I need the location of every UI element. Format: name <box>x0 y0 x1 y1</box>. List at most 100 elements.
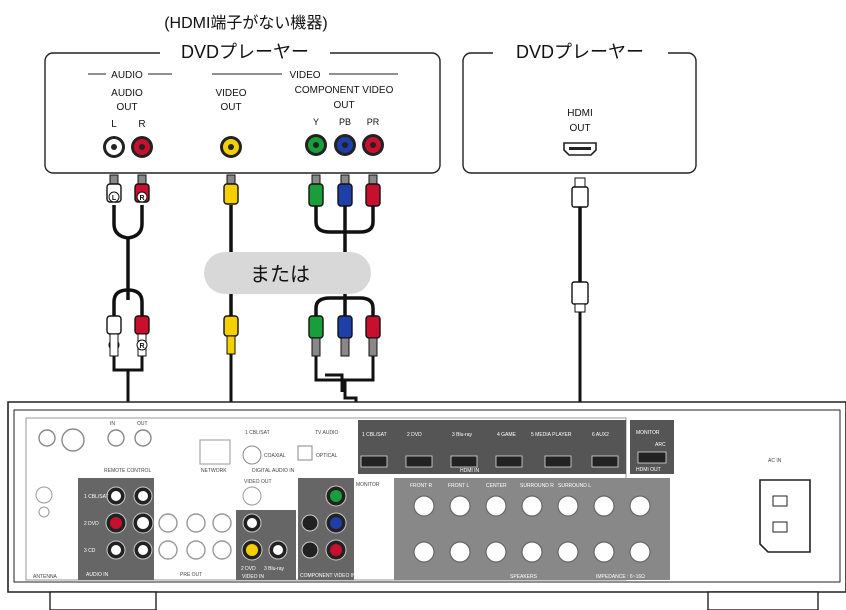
hdmi-out-port[interactable] <box>563 142 597 156</box>
dvd-player-title: DVDプレーヤー <box>181 42 309 62</box>
jack-audio-l[interactable] <box>103 136 125 158</box>
jack-component-y[interactable] <box>305 134 327 156</box>
dvd-player-hdmi: DVDプレーヤー HDMI OUT <box>462 42 697 174</box>
component-in-jacks[interactable] <box>301 485 347 561</box>
hdmi-out-label: OUT <box>569 123 590 134</box>
hdmi-in-label: HDMI IN <box>460 468 480 474</box>
hdmi-in-4: 4 GAME <box>497 432 517 438</box>
jack-audio-r[interactable] <box>131 136 153 158</box>
speaker-label-5: SURROUND L <box>558 483 591 489</box>
digital-audio-label: DIGITAL AUDIO IN <box>252 468 295 474</box>
l-label: L <box>111 119 117 130</box>
pr-label: PR <box>367 117 380 127</box>
plug-hdmi-lower <box>571 281 589 313</box>
video-out-label-2: OUT <box>220 102 241 113</box>
pb-label: PB <box>339 117 351 127</box>
audio-in-label: AUDIO IN <box>86 572 109 578</box>
cable-audio <box>112 205 144 316</box>
video-group-label: VIDEO <box>289 70 320 81</box>
coaxial-jack[interactable] <box>242 445 262 465</box>
video-in-jacks[interactable] <box>241 513 288 561</box>
dvd-player-hdmi-title: DVDプレーヤー <box>516 42 644 62</box>
plug-hdmi-upper <box>571 177 589 208</box>
hdmi-in-3: 3 Blu-ray <box>452 432 473 438</box>
hdmi-in-panel <box>358 420 626 474</box>
plug-audio-l-lower: L <box>106 315 122 357</box>
hdmi-in-5: 5 MEDIA PLAYER <box>531 432 572 438</box>
plug-y-lower <box>308 315 324 357</box>
network-label: NETWORK <box>201 468 227 474</box>
r-label: R <box>138 119 145 130</box>
arc-label: ARC <box>655 442 666 448</box>
audio-in-3-label: 3 CD <box>84 548 96 554</box>
video-in-3-label: 3 Blu-ray <box>264 566 285 572</box>
video-out-label: VIDEO <box>215 88 246 99</box>
in-label: IN <box>110 421 115 427</box>
network-port[interactable] <box>199 439 231 465</box>
y-label: Y <box>313 117 319 127</box>
pre-out-jacks <box>158 513 232 560</box>
video-in-2-label: 2 DVD <box>241 566 256 572</box>
speaker-label-4: SURROUND R <box>520 483 554 489</box>
pre-out-label: PRE OUT <box>180 572 202 578</box>
hdmi-in-1: 1 CBL/SAT <box>362 432 387 438</box>
hdmi-in-2: 2 DVD <box>407 432 422 438</box>
coaxial-label: COAXIAL <box>264 453 286 459</box>
remote-control-jacks <box>38 428 152 452</box>
impedance-label: IMPEDANCE : 6~16Ω <box>596 574 645 580</box>
plug-pr-upper <box>365 174 381 207</box>
speaker-terminals[interactable] <box>413 495 651 563</box>
remote-label: REMOTE CONTROL <box>104 468 151 474</box>
component-out-label: COMPONENT VIDEO <box>295 85 394 96</box>
monitor-out-label: MONITOR <box>356 482 380 488</box>
speakers-label: SPEAKERS <box>510 574 538 580</box>
monitor-label: MONITOR <box>636 430 660 436</box>
plug-l-badge: L <box>112 195 117 202</box>
audio-out-label-2: OUT <box>116 102 137 113</box>
out-label: OUT <box>137 421 148 427</box>
hdmi-in-ports[interactable] <box>360 455 619 468</box>
hdmi-out-monitor[interactable] <box>637 451 667 464</box>
plug-audio-r-lower: R <box>134 315 150 357</box>
audio-in-1-label: 1 CBL/SAT <box>84 494 109 500</box>
plug-r-badge-lower: R <box>139 343 144 350</box>
plug-video-lower <box>223 315 239 355</box>
optical-label: OPTICAL <box>316 453 338 459</box>
audio-in-jacks[interactable] <box>105 486 154 560</box>
plug-pb-upper <box>337 174 353 207</box>
monitor-panel <box>630 420 674 474</box>
jack-component-pr[interactable] <box>362 134 384 156</box>
audio-in-2-label: 2 DVD <box>84 521 99 527</box>
audio-out-label: AUDIO <box>111 88 143 99</box>
tv-audio-label: TV AUDIO <box>315 430 338 436</box>
antenna-label: ANTENNA <box>33 574 58 580</box>
or-label: または <box>250 264 310 286</box>
hdmi-label: HDMI <box>567 108 593 119</box>
jack-component-pb[interactable] <box>334 134 356 156</box>
plug-r-badge: R <box>139 195 144 202</box>
plug-pr-lower <box>365 315 381 357</box>
speaker-label-1: FRONT R <box>410 483 433 489</box>
video-out-rcv-label: VIDEO OUT <box>244 479 272 485</box>
video-in-label: VIDEO IN <box>242 574 264 580</box>
plug-pb-lower <box>337 315 353 357</box>
component-out-label-2: OUT <box>333 100 354 111</box>
plug-audio-l-upper: L <box>106 174 122 203</box>
hdmi-out-label-rcv: HDMI OUT <box>636 467 661 473</box>
av-receiver: 1 CBL/SAT 2 DVD 3 Blu-ray 4 GAME 5 MEDIA… <box>7 401 846 610</box>
plug-audio-r-upper: R <box>134 174 150 203</box>
component-in-label: COMPONENT VIDEO IN <box>300 573 356 579</box>
plug-video-upper <box>223 174 239 205</box>
hdmi-in-6: 6 AUX2 <box>592 432 609 438</box>
no-hdmi-note: (HDMI端子がない機器) <box>164 14 328 32</box>
ac-in-socket[interactable] <box>759 479 811 553</box>
jack-video[interactable] <box>220 136 242 158</box>
ac-in-label: AC IN <box>768 458 782 464</box>
dvd-player-no-hdmi: DVDプレーヤー AUDIO VIDEO AUDIO OUT L R VIDEO… <box>44 42 441 174</box>
speaker-panel <box>394 478 670 580</box>
plug-y-upper <box>308 174 324 207</box>
speaker-label-3: CENTER <box>486 483 507 489</box>
or-badge: または <box>204 252 371 294</box>
optical-jack[interactable] <box>297 445 313 461</box>
speaker-label-2: FRONT L <box>448 483 470 489</box>
